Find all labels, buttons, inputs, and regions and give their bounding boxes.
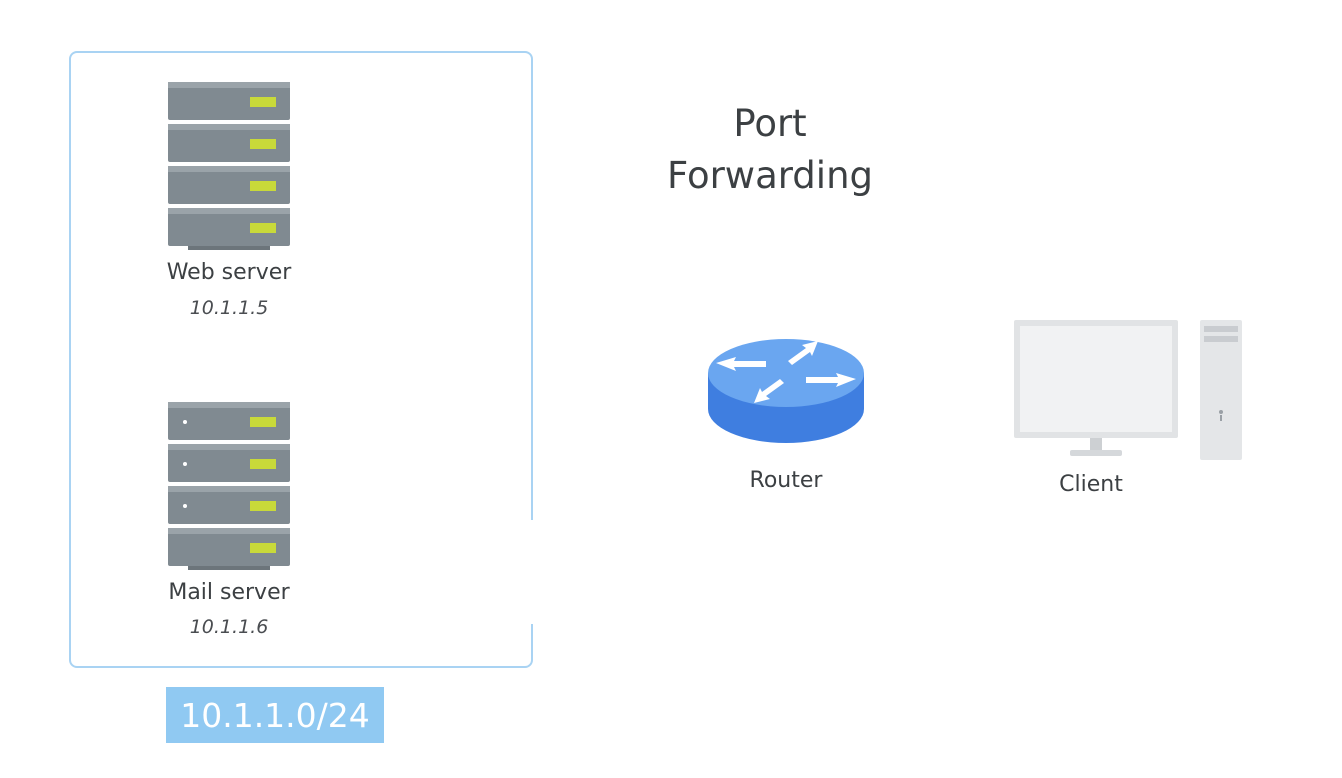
diagram-title: Port Forwarding (667, 98, 873, 202)
desktop-computer-icon (1014, 320, 1242, 460)
subnet-badge: 10.1.1.0/24 (166, 687, 384, 743)
mail-server-label: Mail server (168, 580, 290, 605)
web-server (168, 82, 292, 250)
diagram-title-line1: Port (733, 102, 807, 145)
web-server-label: Web server (166, 260, 292, 285)
network-boundary-gap (528, 520, 538, 624)
client-label: Client (1059, 472, 1123, 497)
router-label: Router (749, 468, 823, 493)
mail-server-ip: 10.1.1.6 (189, 616, 269, 638)
router (706, 337, 866, 453)
client (1012, 318, 1244, 466)
server-rack-icon (168, 82, 290, 250)
web-server-ip: 10.1.1.5 (189, 297, 269, 319)
diagram-title-line2: Forwarding (666, 154, 874, 197)
router-icon (708, 339, 864, 443)
mail-server (168, 402, 292, 570)
server-rack-icon (168, 402, 290, 570)
network-boundary (69, 51, 533, 668)
